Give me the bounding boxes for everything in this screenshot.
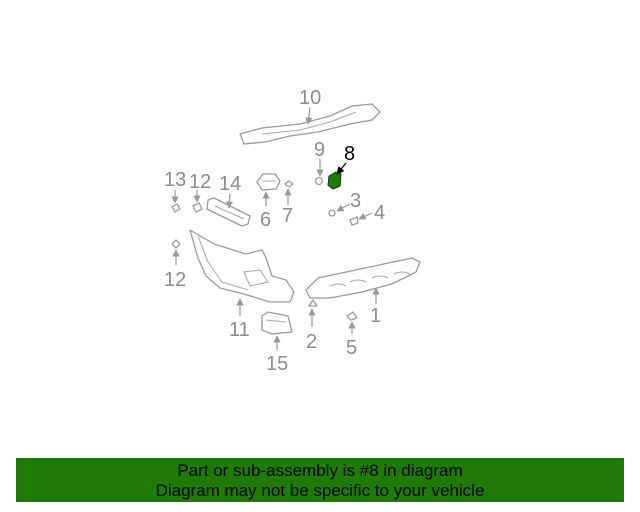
leader-4 — [358, 212, 373, 220]
notice-line-part: Part or sub-assembly is #8 in diagram — [177, 461, 463, 480]
notice-line-disclaimer: Diagram may not be specific to your vehi… — [155, 481, 485, 500]
callout-12-lower: 12 — [164, 269, 186, 291]
part-13-clip[interactable] — [171, 203, 181, 213]
leader-8 — [336, 162, 347, 175]
part-14-bracket[interactable] — [206, 197, 251, 227]
callout-9: 9 — [314, 139, 325, 161]
callout-leaders — [171, 106, 380, 350]
part-8-bracket-highlighted[interactable] — [327, 171, 342, 190]
part-3-bolt[interactable] — [328, 209, 336, 217]
callout-7: 7 — [282, 205, 293, 227]
leader-10 — [305, 106, 313, 125]
callout-15: 15 — [266, 353, 288, 375]
callout-2: 2 — [306, 331, 317, 353]
part-5-screw[interactable] — [346, 311, 358, 321]
part-2-clip[interactable] — [308, 299, 318, 307]
part-12-fastener-lower[interactable] — [171, 239, 181, 249]
callout-6: 6 — [260, 209, 271, 231]
callout-1: 1 — [370, 305, 381, 327]
part-4-screw[interactable] — [349, 216, 359, 226]
callout-12-upper: 12 — [189, 171, 211, 193]
leader-3 — [336, 203, 351, 212]
callout-4: 4 — [374, 202, 385, 224]
parts-diagram: 10 9 8 3 4 6 7 13 12 14 12 11 15 1 2 5 — [164, 87, 421, 375]
diagram-notice-banner: Part or sub-assembly is #8 in diagram Di… — [16, 458, 624, 502]
part-6-fog-lamp[interactable] — [256, 173, 281, 191]
callout-3: 3 — [350, 190, 361, 212]
callout-13: 13 — [164, 169, 186, 191]
part-7-clip[interactable] — [284, 180, 294, 188]
part-1-lower-valance[interactable] — [305, 257, 421, 299]
part-15-lamp-cover[interactable] — [261, 311, 293, 335]
part-9-nut[interactable] — [314, 176, 324, 186]
callout-10: 10 — [299, 87, 321, 109]
callout-labels: 10 9 8 3 4 6 7 13 12 14 12 11 15 1 2 5 — [164, 87, 385, 375]
part-11-bumper-cover[interactable] — [189, 229, 295, 303]
callout-5: 5 — [346, 337, 357, 359]
callout-14: 14 — [219, 173, 241, 195]
leader-14 — [225, 193, 234, 209]
part-12-fastener-upper[interactable] — [192, 202, 203, 213]
callout-8-highlighted: 8 — [344, 143, 355, 165]
callout-11: 11 — [229, 319, 250, 341]
